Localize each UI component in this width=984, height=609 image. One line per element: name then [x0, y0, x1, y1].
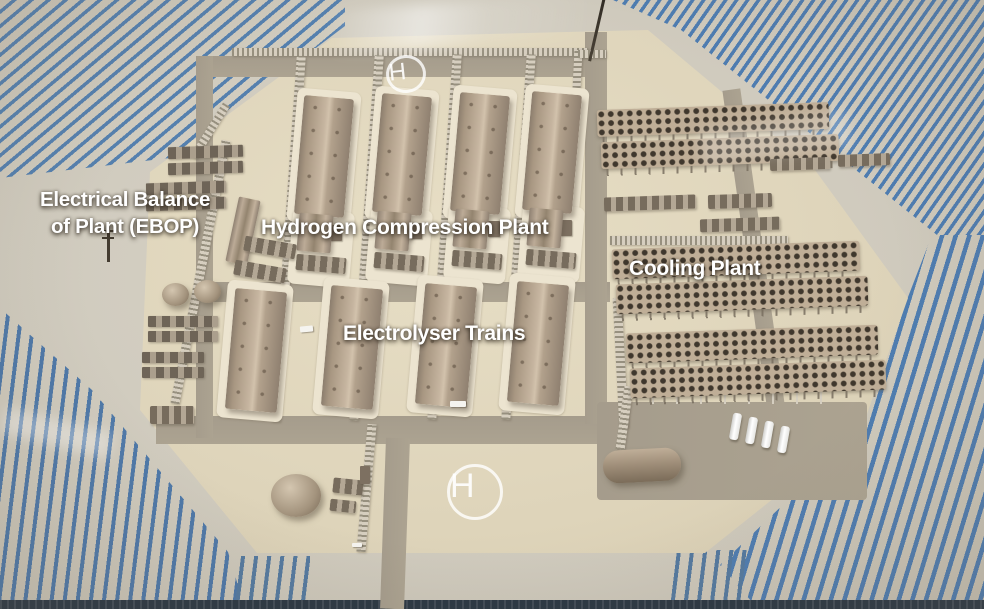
cooling-equipment-skid: [707, 192, 773, 210]
solar-field-bottom-edge: [0, 600, 984, 609]
label-ebop: Electrical Balance of Plant (EBOP): [5, 186, 245, 240]
process-building: [449, 92, 511, 215]
truck: [488, 221, 500, 237]
equipment-box: [360, 466, 370, 484]
transformer-row: [148, 316, 218, 327]
transformer-row: [148, 331, 218, 342]
helipad-bottom: H: [447, 464, 503, 520]
road: [380, 437, 410, 609]
storage-tank: [162, 283, 189, 306]
truck: [330, 225, 342, 241]
truck: [560, 220, 572, 236]
transformer-row: [142, 352, 204, 363]
ebop-skid: [150, 406, 194, 424]
process-building: [371, 93, 433, 216]
solar-field-bottom-patch: [232, 556, 310, 606]
electrolyser-building: [224, 287, 288, 414]
truck: [410, 223, 422, 239]
transformer-row: [142, 367, 204, 378]
helipad-letter: H: [387, 58, 408, 87]
van: [352, 543, 362, 547]
label-cooling-plant: Cooling Plant: [629, 257, 761, 280]
process-building: [293, 95, 355, 218]
pipe-rack: [610, 236, 788, 245]
equipment-skid: [329, 498, 357, 514]
horizontal-tank: [602, 446, 682, 485]
label-ebop-line1: Electrical Balance: [39, 188, 211, 211]
label-hydrogen-compression-plant: Hydrogen Compression Plant: [261, 216, 549, 239]
cooling-equipment-skid: [769, 156, 831, 172]
transmission-pole: [107, 226, 110, 262]
storage-tank-large: [271, 474, 321, 517]
cooling-equipment-skid: [837, 153, 891, 167]
equipment-skid: [332, 477, 364, 496]
electrolyser-building: [320, 284, 384, 411]
helipad-letter: H: [450, 467, 475, 505]
process-building: [521, 91, 583, 214]
van: [299, 325, 314, 333]
transmission-pole-arm: [100, 230, 116, 232]
cooling-equipment-skid: [699, 216, 781, 233]
label-ebop-line2: of Plant (EBOP): [50, 215, 200, 238]
solar-field-bottom-patch: [668, 550, 748, 606]
storage-tank: [194, 280, 221, 303]
label-electrolyser-trains: Electrolyser Trains: [343, 322, 526, 345]
van: [450, 401, 466, 407]
road: [585, 32, 607, 424]
transmission-pole-arm: [102, 237, 114, 239]
